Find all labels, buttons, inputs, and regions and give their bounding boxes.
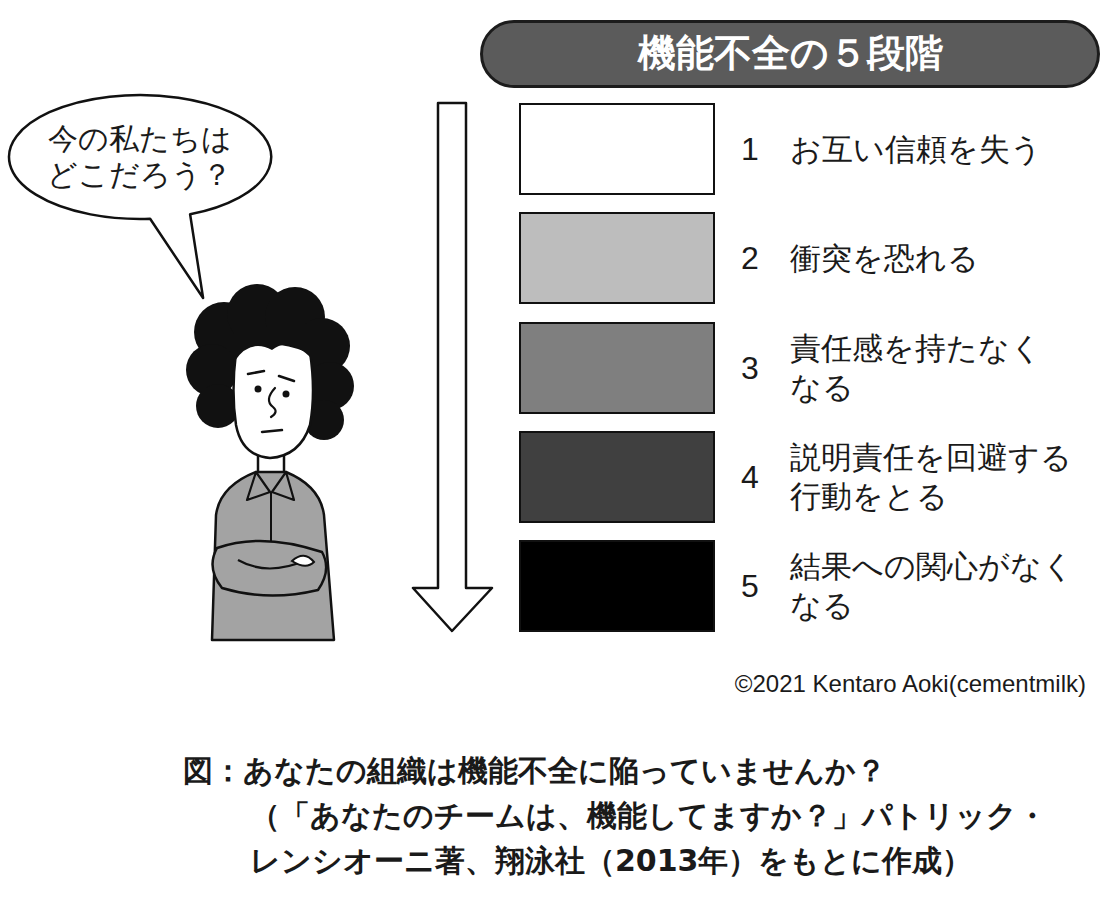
person-bangs: [234, 328, 313, 362]
level-swatch: [519, 540, 715, 632]
person-crossed-arms: [213, 541, 327, 596]
level-swatch: [519, 103, 715, 195]
level-label: 結果への関心がなく なる: [790, 547, 1100, 625]
person-nose: [269, 388, 276, 417]
dysfunction-level: 5 結果への関心がなく なる: [519, 540, 1100, 632]
copyright-note: ©2021 Kentaro Aoki(cementmilk): [735, 670, 1086, 699]
level-label: 責任感を持たなく なる: [790, 329, 1100, 407]
bubble-text: 今の私たちは どこだろう？: [45, 121, 235, 193]
person-placket: [270, 492, 272, 545]
person-eyebrow: [248, 371, 294, 381]
person-eye: [255, 386, 262, 393]
level-label: お互い信頼を失う: [790, 130, 1100, 169]
person-hand: [292, 556, 314, 566]
bubble-body: 今の私たちは どこだろう？: [45, 121, 235, 193]
level-number: 5: [735, 566, 765, 606]
level-swatch: [519, 212, 715, 304]
level-number: 1: [735, 129, 765, 169]
level-number: 2: [735, 238, 765, 278]
person-mouth: [262, 430, 282, 432]
person-face: [234, 343, 314, 458]
title-text: 機能不全の５段階: [638, 31, 943, 77]
bubble-shape: [9, 95, 271, 298]
speech-bubble: 今の私たちは どこだろう？: [9, 95, 271, 219]
down-arrow: [413, 103, 492, 631]
dysfunction-level: 1 お互い信頼を失う: [519, 103, 1100, 195]
figure-caption: 図：あなたの組織は機能不全に陥っていませんか？ （「あなたのチームは、機能してま…: [183, 748, 1103, 883]
level-number: 4: [735, 457, 765, 497]
level-swatch: [519, 322, 715, 414]
level-number: 3: [735, 348, 765, 388]
dysfunction-level: 4 説明責任を回避する 行動をとる: [519, 431, 1100, 523]
dysfunction-level: 3 責任感を持たなく なる: [519, 322, 1100, 414]
level-swatch: [519, 431, 715, 523]
level-label: 衝突を恐れる: [790, 239, 1100, 278]
dysfunction-level: 2 衝突を恐れる: [519, 212, 1100, 304]
level-label: 説明責任を回避する 行動をとる: [790, 438, 1100, 516]
person-eye: [283, 391, 290, 398]
person-shirt: [212, 472, 334, 640]
title-banner: 機能不全の５段階: [480, 20, 1100, 88]
